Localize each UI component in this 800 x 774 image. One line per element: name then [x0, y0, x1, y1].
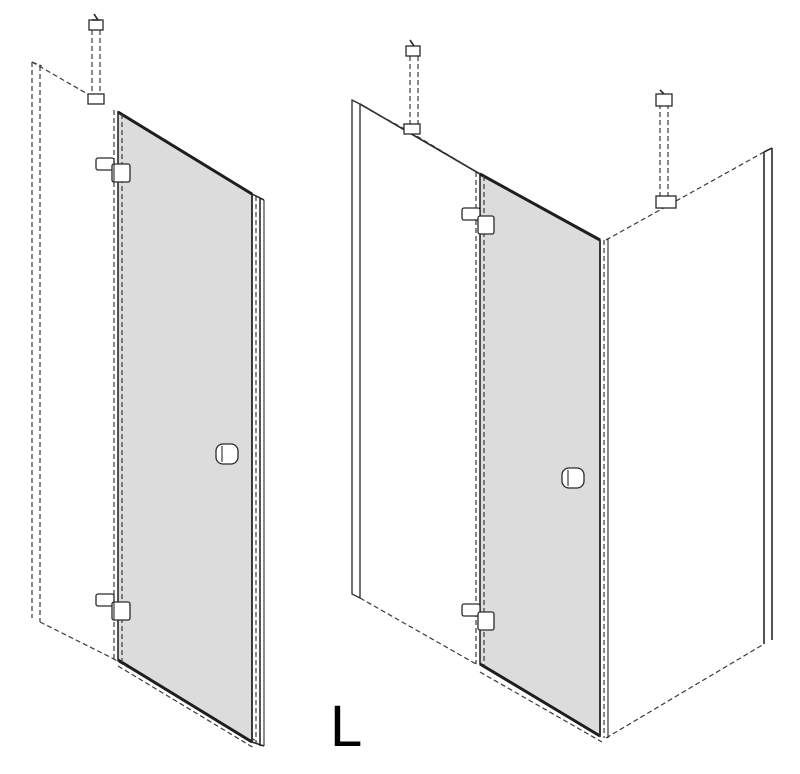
right-ceiling-support-rod-b [655, 89, 677, 209]
upper-hinge [95, 157, 131, 183]
right-back-wall-panel [605, 147, 773, 739]
lower-hinge [95, 593, 131, 621]
left-glass-door-panel [117, 110, 253, 744]
right-edge-profile [599, 238, 609, 738]
ceiling-mount-bracket [88, 19, 104, 31]
right-door-knob [561, 467, 585, 489]
left-assembly [31, 13, 265, 749]
rod-wall-clamp [87, 93, 105, 105]
variant-label: L [330, 694, 362, 759]
right-lower-hinge [461, 603, 495, 631]
right-assembly [351, 39, 773, 743]
left-ceiling-support-rod [87, 13, 105, 105]
right-glass-door-panel [479, 172, 601, 738]
right-upper-hinge [461, 207, 495, 235]
right-left-wall-panel [351, 98, 481, 665]
left-edge-profile [251, 193, 265, 747]
right-ceiling-support-rod-a [403, 39, 421, 135]
door-knob [215, 443, 239, 465]
